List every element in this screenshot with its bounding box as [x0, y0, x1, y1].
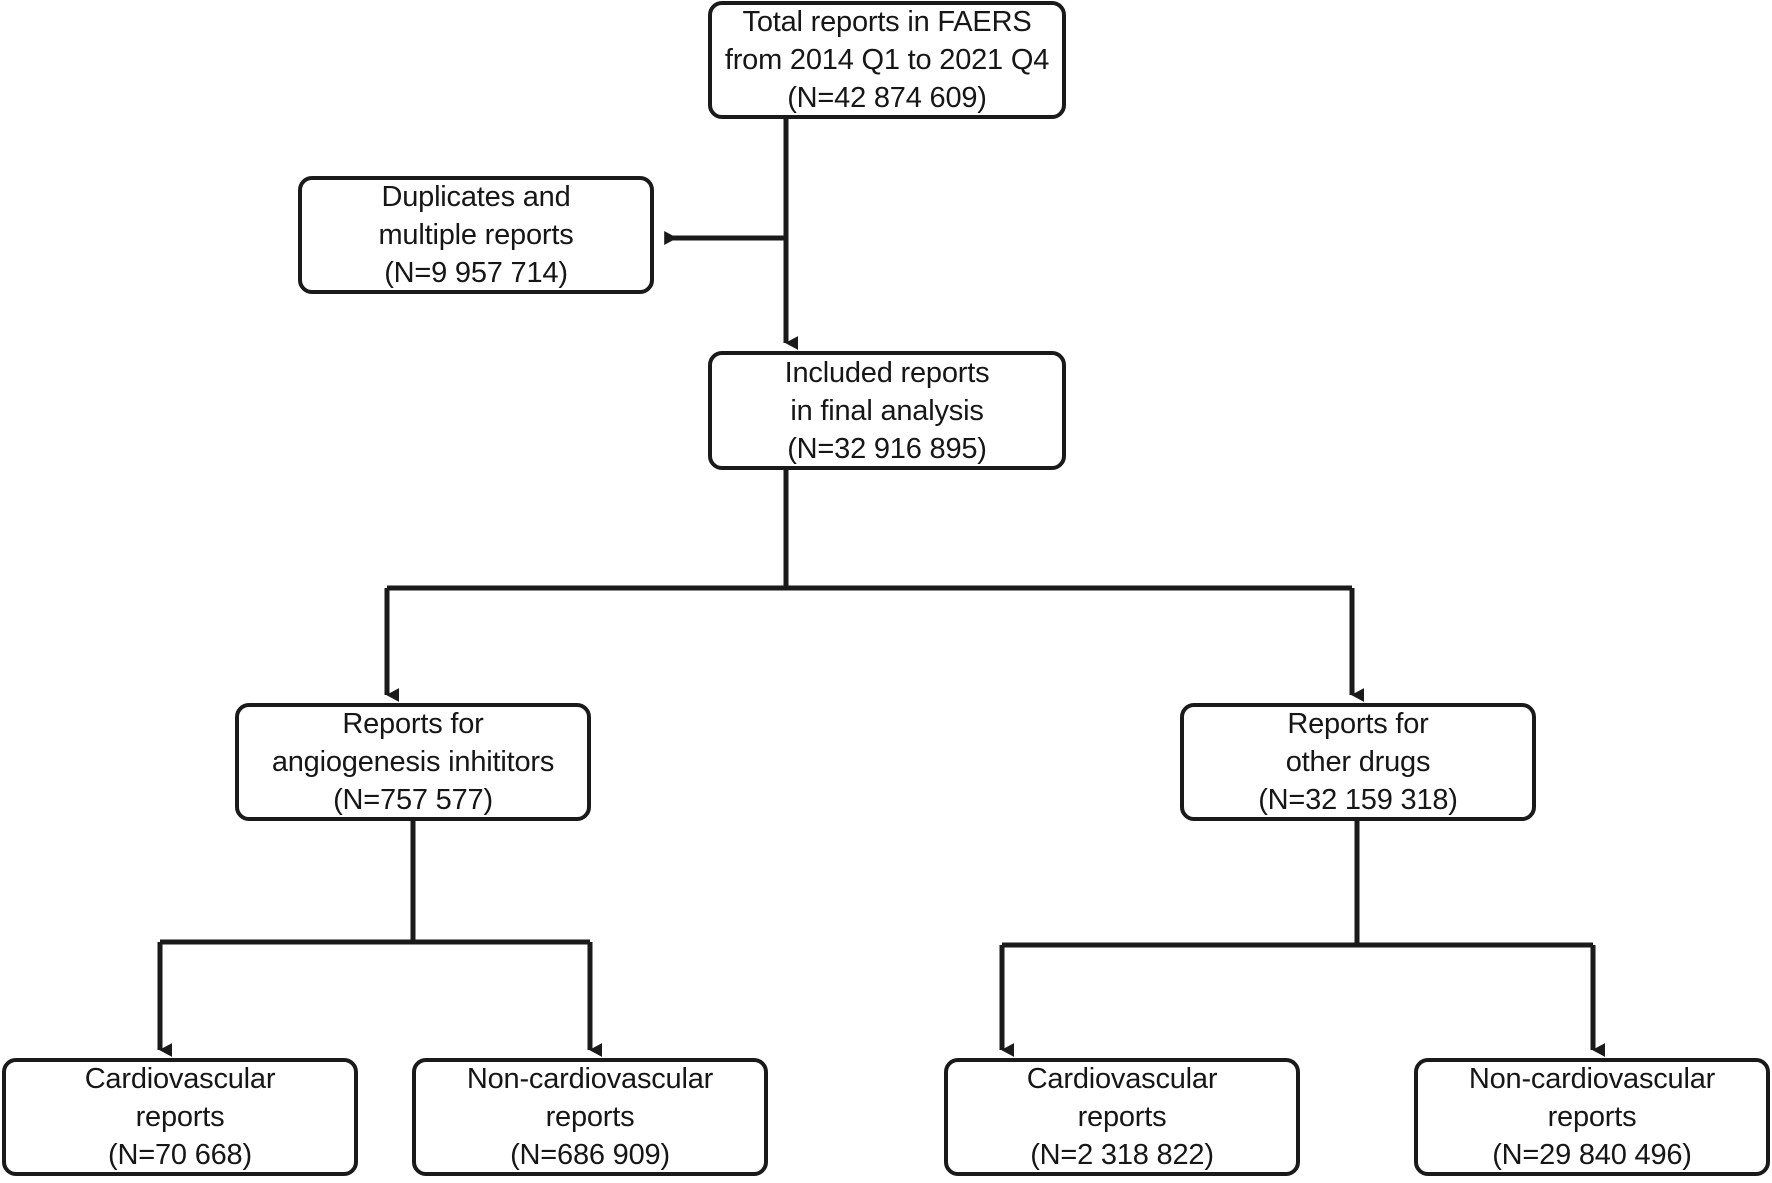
- node-other-drugs-line-3: (N=32 159 318): [1258, 784, 1458, 816]
- node-other-cv-line-3: (N=2 318 822): [1030, 1139, 1214, 1171]
- node-angiogenesis-line-1: Reports for: [342, 708, 484, 740]
- node-duplicates-line-2: multiple reports: [378, 219, 574, 251]
- node-angiogenesis-line-2: angiogenesis inhititors: [271, 746, 555, 778]
- node-angiogenesis-non-cardiovascular: Non-cardiovascular reports (N=686 909): [412, 1058, 768, 1176]
- node-other-drugs-non-cardiovascular: Non-cardiovascular reports (N=29 840 496…: [1414, 1058, 1770, 1176]
- node-included-reports-line-2: in final analysis: [790, 394, 984, 427]
- node-total-reports: Total reports in FAERS from 2014 Q1 to 2…: [708, 1, 1066, 119]
- node-other-cv-line-2: reports: [1077, 1101, 1167, 1133]
- node-angiogenesis-inhibitors: Reports for angiogenesis inhititors (N=7…: [235, 703, 591, 821]
- node-duplicates-line-1: Duplicates and: [381, 181, 571, 213]
- node-total-reports-line-2: from 2014 Q1 to 2021 Q4: [724, 44, 1050, 76]
- node-included-reports-line-1: Included reports: [784, 356, 990, 389]
- node-included-reports-line-3: (N=32 916 895): [787, 432, 987, 465]
- node-other-noncv-line-1: Non-cardiovascular: [1468, 1063, 1716, 1095]
- node-ai-noncv-line-1: Non-cardiovascular: [466, 1063, 714, 1095]
- node-ai-cv-line-2: reports: [135, 1101, 225, 1133]
- node-total-reports-line-3: (N=42 874 609): [787, 82, 987, 114]
- node-total-reports-line-1: Total reports in FAERS: [742, 6, 1032, 38]
- node-other-noncv-line-3: (N=29 840 496): [1492, 1139, 1692, 1171]
- node-other-cv-line-1: Cardiovascular: [1026, 1063, 1218, 1095]
- node-other-drugs: Reports for other drugs (N=32 159 318): [1180, 703, 1536, 821]
- node-ai-cv-line-3: (N=70 668): [108, 1139, 252, 1171]
- node-included-reports: Included reports in final analysis (N=32…: [708, 351, 1066, 470]
- node-duplicates: Duplicates and multiple reports (N=9 957…: [298, 176, 654, 294]
- node-ai-cv-line-1: Cardiovascular: [84, 1063, 276, 1095]
- node-ai-noncv-line-3: (N=686 909): [510, 1139, 670, 1171]
- node-other-drugs-line-2: other drugs: [1285, 746, 1431, 778]
- node-other-drugs-cardiovascular: Cardiovascular reports (N=2 318 822): [944, 1058, 1300, 1176]
- node-ai-noncv-line-2: reports: [545, 1101, 635, 1133]
- node-angiogenesis-line-3: (N=757 577): [333, 784, 493, 816]
- node-other-noncv-line-2: reports: [1547, 1101, 1637, 1133]
- node-duplicates-line-3: (N=9 957 714): [384, 257, 568, 289]
- node-other-drugs-line-1: Reports for: [1287, 708, 1429, 740]
- node-angiogenesis-cardiovascular: Cardiovascular reports (N=70 668): [2, 1058, 358, 1176]
